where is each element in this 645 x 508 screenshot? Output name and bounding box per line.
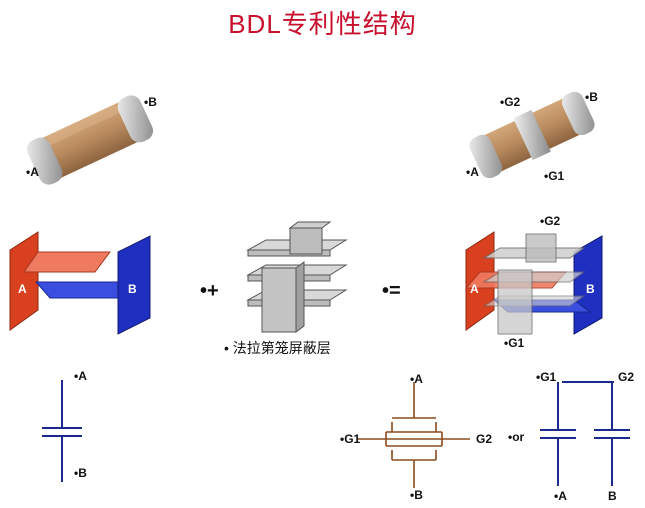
- page-title: BDL专利性结构: [228, 9, 417, 39]
- schematic2-label-g1: •G1: [340, 432, 361, 446]
- schematic3-label-b: B: [608, 489, 617, 503]
- schematic-three-terminal: [358, 382, 470, 488]
- schematic1-label-a: •A: [74, 369, 87, 383]
- equals-operator: •=: [382, 280, 401, 302]
- chip-label-a: •A: [26, 165, 39, 179]
- schematic3-label-g2: G2: [618, 370, 635, 384]
- schematic3-label-g1: •G1: [536, 370, 557, 384]
- bdl-combined-structure: [464, 231, 603, 335]
- plus-operator: •+: [200, 280, 219, 302]
- result-label-g2: •G2: [540, 214, 561, 228]
- schematic2-label-a: •A: [410, 372, 423, 386]
- schematic2-label-g2: G2: [476, 432, 493, 446]
- result-label-g1: •G1: [504, 336, 525, 350]
- schematic-two-capacitors: [540, 381, 630, 486]
- mlcc-chip-bdl: [469, 91, 595, 179]
- schematic3-label-a: •A: [554, 489, 567, 503]
- schematic2-label-b: •B: [410, 488, 423, 502]
- result-label-a: A: [470, 282, 479, 296]
- or-label: •or: [508, 430, 525, 444]
- chip-label-b: •B: [144, 95, 157, 109]
- faraday-cage-caption: • 法拉第笼屏蔽层: [224, 340, 331, 356]
- chip2-label-b: •B: [585, 90, 598, 104]
- faraday-cage-shield: [246, 221, 348, 333]
- schematic-capacitor: [42, 380, 82, 482]
- chip2-label-g1: •G1: [544, 169, 565, 183]
- result-label-b: B: [586, 282, 595, 296]
- two-terminal-plates: [9, 231, 151, 335]
- chip2-label-g2: •G2: [500, 95, 521, 109]
- mlcc-chip-two-terminal: [26, 95, 154, 185]
- plate-label-a: A: [18, 282, 27, 296]
- schematic1-label-b: •B: [74, 466, 87, 480]
- plate-label-b: B: [128, 282, 137, 296]
- chip2-label-a: •A: [466, 165, 479, 179]
